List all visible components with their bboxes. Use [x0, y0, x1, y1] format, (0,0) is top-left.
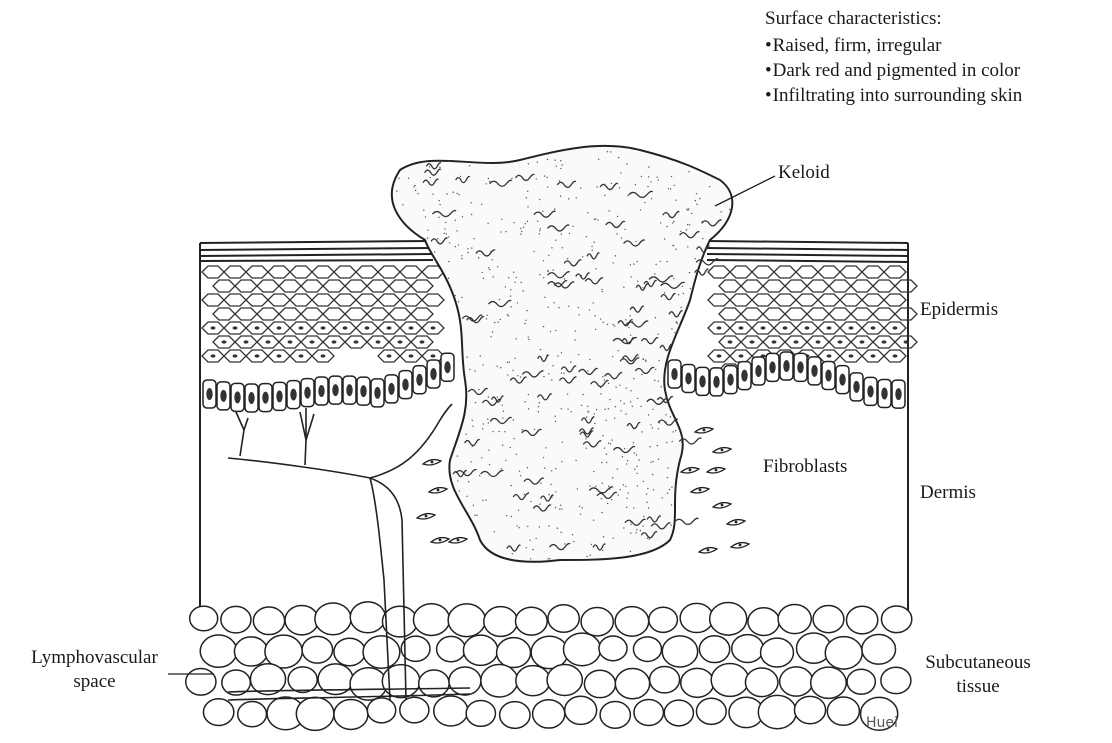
- dermis-label: Dermis: [920, 481, 976, 505]
- stratum-corneum-left: [200, 241, 433, 261]
- keloid-label: Keloid: [778, 161, 830, 185]
- surface-item: Raised, firm, irregular: [765, 33, 1022, 58]
- stratum-corneum-right: [706, 241, 908, 262]
- surface-characteristics-list: Raised, firm, irregular Dark red and pig…: [765, 33, 1022, 108]
- subcutaneous-fat-cells: [186, 602, 912, 731]
- artist-signature: Huei: [866, 711, 898, 735]
- surface-item: Dark red and pigmented in color: [765, 58, 1022, 83]
- basal-layer-right: [668, 352, 905, 408]
- epidermis-cells-left: [202, 266, 444, 362]
- fibroblasts-label: Fibroblasts: [763, 455, 847, 479]
- surface-item: Infiltrating into surrounding skin: [765, 83, 1022, 108]
- subcutaneous-tissue-label: Subcutaneous tissue: [918, 651, 1038, 699]
- lymphovascular-space-label: Lymphovascular space: [12, 646, 177, 694]
- surface-characteristics-title: Surface characteristics:: [765, 7, 942, 31]
- epidermis-label: Epidermis: [920, 298, 998, 322]
